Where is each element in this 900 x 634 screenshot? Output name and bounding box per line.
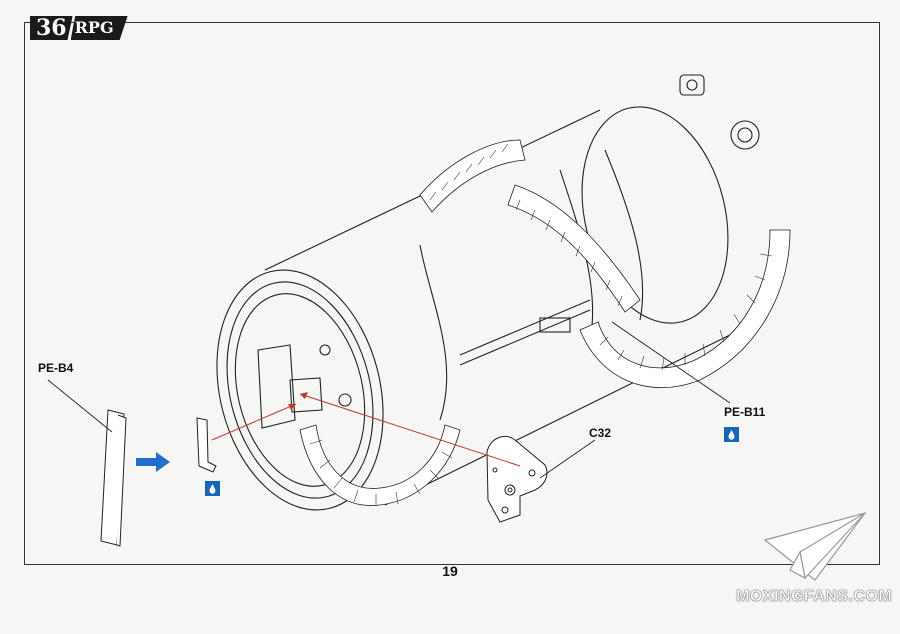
assembly-arrow-c32 [299,393,521,467]
label-pe-b11: PE-B11 [724,405,766,419]
label-c32: C32 [589,426,612,440]
part-c32-drawing [486,436,548,523]
brand-number: 36 [30,16,73,40]
assembly-arrow-pe [211,403,297,441]
glue-drop-icon [724,427,739,442]
part-pe-b4-drawing [100,409,127,547]
leader-c32 [539,439,596,479]
page-number: 19 [442,563,458,579]
glue-drop-icon [205,481,220,496]
brand-header: 36 RPG [30,16,128,40]
part-small-pe-drawing [196,417,217,473]
leader-pe-b11 [611,321,731,404]
brand-logo-text: RPG [70,16,128,40]
page-frame [24,22,880,565]
label-pe-b4: PE-B4 [38,361,74,375]
paper-plane-logo-icon [763,511,867,581]
watermark-text: MOXINGFANS.COM [736,588,893,606]
direction-arrow-icon [136,452,170,472]
leader-pe-b4 [47,379,113,433]
